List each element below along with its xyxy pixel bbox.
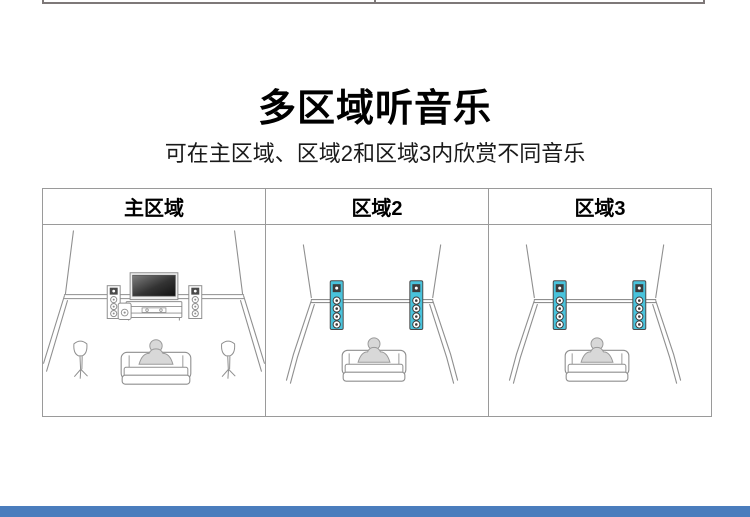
room-with-zone-speakers-icon bbox=[508, 244, 682, 384]
section-subtitle: 可在主区域、区域2和区域3内欣赏不同音乐 bbox=[164, 141, 586, 166]
zones-comparison-table: 主区域 bbox=[42, 188, 712, 417]
previous-section-box-left bbox=[42, 0, 376, 4]
tv-icon bbox=[129, 272, 179, 301]
main-zone-diagram bbox=[43, 225, 265, 416]
section-title: 多区域听音乐 bbox=[257, 88, 492, 130]
zone-label-3: 区域3 bbox=[489, 189, 711, 225]
sofa-icon bbox=[120, 339, 192, 385]
zone-cell-main: 主区域 bbox=[43, 189, 265, 416]
sofa-icon bbox=[341, 337, 407, 382]
living-room-tv-surround-system-icon bbox=[43, 230, 265, 385]
av-cabinet-icon bbox=[125, 301, 183, 321]
person-icon bbox=[357, 337, 391, 363]
surround-speaker-left-icon bbox=[73, 340, 88, 379]
person-icon bbox=[138, 339, 174, 365]
room-with-zone-speakers-icon bbox=[285, 244, 459, 384]
zone3-diagram bbox=[489, 225, 711, 416]
zone-label-main: 主区域 bbox=[43, 189, 265, 225]
next-section-band bbox=[0, 506, 750, 517]
zone-speaker-left-icon bbox=[329, 280, 344, 330]
zone-cell-3: 区域3 bbox=[488, 189, 711, 416]
subwoofer-icon bbox=[117, 302, 132, 321]
zone-speaker-left-icon bbox=[552, 280, 567, 330]
zone-speaker-right-icon bbox=[632, 280, 647, 330]
zone-label-2: 区域2 bbox=[266, 189, 488, 225]
person-icon bbox=[580, 337, 614, 363]
tower-speaker-right-icon bbox=[188, 285, 203, 320]
tower-speaker-left-icon bbox=[106, 285, 121, 320]
sofa-icon bbox=[564, 337, 630, 382]
zone-cell-2: 区域2 bbox=[265, 189, 488, 416]
surround-speaker-right-icon bbox=[221, 340, 236, 379]
previous-section-box-right bbox=[374, 0, 705, 4]
zone-speaker-right-icon bbox=[409, 280, 424, 330]
zone2-diagram bbox=[266, 225, 488, 416]
